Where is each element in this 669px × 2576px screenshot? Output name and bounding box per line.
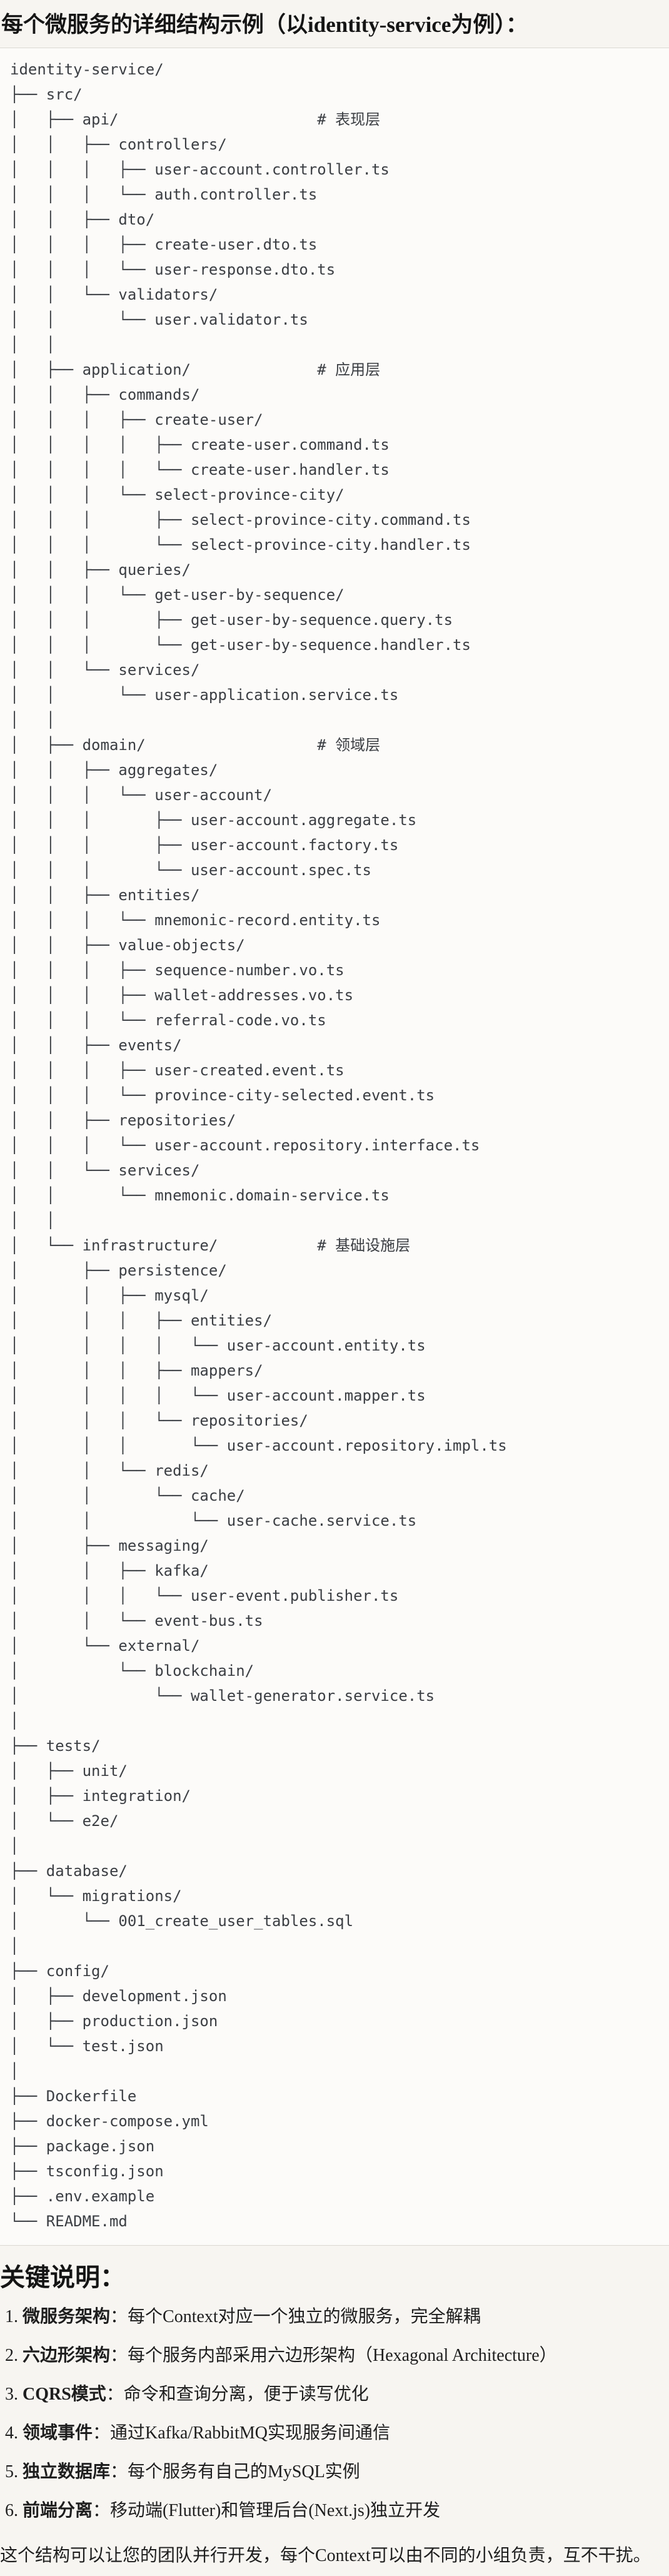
note-number: 2. <box>5 2346 23 2365</box>
note-label: 独立数据库 <box>23 2462 111 2482</box>
note-number: 4. <box>5 2423 23 2443</box>
note-number: 1. <box>5 2307 23 2326</box>
note-number: 6. <box>5 2501 23 2520</box>
note-label: 领域事件 <box>23 2423 93 2443</box>
note-item-domain-events: 4. 领域事件：通过Kafka/RabbitMQ实现服务间通信 <box>5 2420 669 2447</box>
note-item-hexagonal: 2. 六边形架构：每个服务内部采用六边形架构（Hexagonal Archite… <box>5 2342 669 2370</box>
note-number: 3. <box>5 2385 23 2404</box>
note-label: 微服务架构 <box>23 2307 111 2326</box>
file-tree-code-block: identity-service/ ├── src/ │ ├── api/ # … <box>0 48 669 2246</box>
note-label: 前端分离 <box>23 2501 93 2520</box>
closing-paragraph: 这个结构可以让您的团队并行开发，每个Context可以由不同的小组负责，互不干扰… <box>0 2546 651 2565</box>
key-notes-heading: 关键说明： <box>0 2263 125 2291</box>
note-text: ：每个服务内部采用六边形架构（Hexagonal Architecture） <box>110 2346 557 2365</box>
note-label: 六边形架构 <box>23 2346 111 2365</box>
note-item-independent-db: 5. 独立数据库：每个服务有自己的MySQL实例 <box>5 2458 669 2486</box>
page-title: 每个微服务的详细结构示例（以identity-service为例）： <box>1 13 528 37</box>
note-text: ：每个服务有自己的MySQL实例 <box>110 2462 360 2482</box>
document-body: 每个微服务的详细结构示例（以identity-service为例）： ident… <box>0 10 669 2576</box>
note-item-cqrs: 3. CQRS模式：命令和查询分离，便于读写优化 <box>5 2381 669 2408</box>
note-label: CQRS模式 <box>23 2385 106 2404</box>
note-text: ：命令和查询分离，便于读写优化 <box>106 2385 369 2404</box>
note-text: ：通过Kafka/RabbitMQ实现服务间通信 <box>93 2423 390 2443</box>
note-text: ：每个Context对应一个独立的微服务，完全解耦 <box>110 2307 481 2326</box>
key-notes-list: 1. 微服务架构：每个Context对应一个独立的微服务，完全解耦 2. 六边形… <box>0 2303 669 2525</box>
note-text: ：移动端(Flutter)和管理后台(Next.js)独立开发 <box>93 2501 441 2520</box>
note-item-frontend-separation: 6. 前端分离：移动端(Flutter)和管理后台(Next.js)独立开发 <box>5 2497 669 2525</box>
note-number: 5. <box>5 2462 23 2482</box>
note-item-microservice: 1. 微服务架构：每个Context对应一个独立的微服务，完全解耦 <box>5 2303 669 2331</box>
